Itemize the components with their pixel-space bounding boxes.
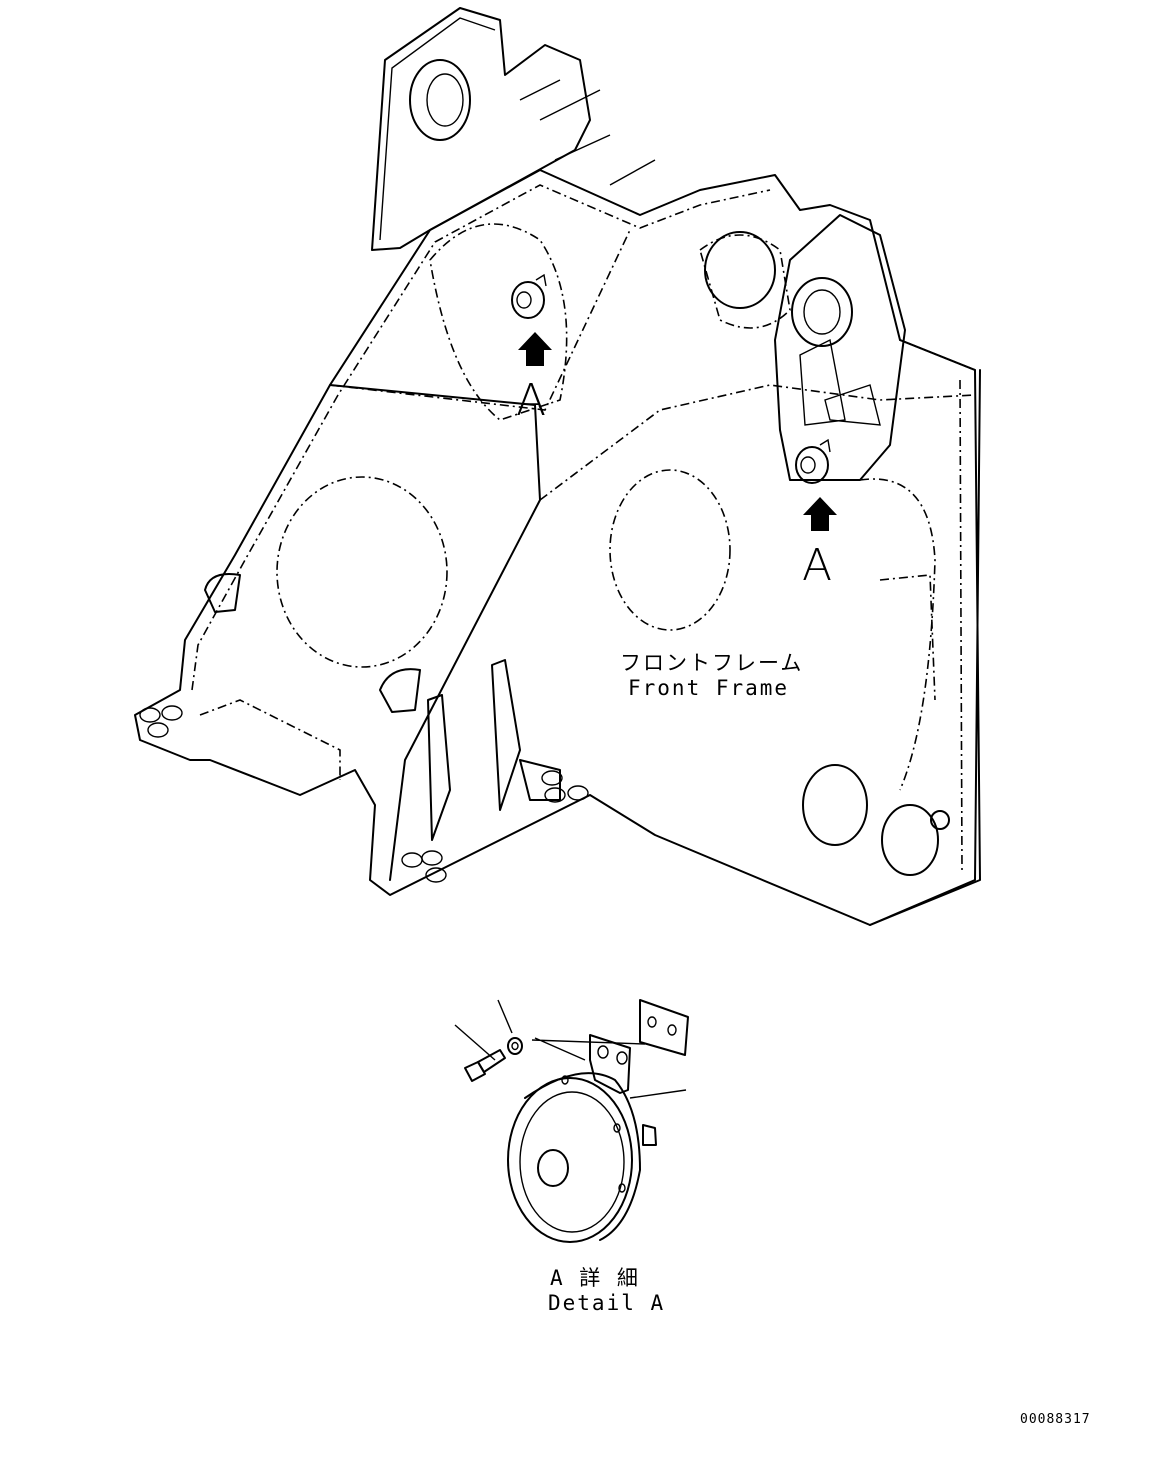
drawing-number: 00088317: [1020, 1412, 1091, 1427]
front-frame-label-en: Front Frame: [628, 676, 790, 700]
detail-label-jp: A 詳 細: [550, 1266, 640, 1290]
horn-left-installed: [511, 273, 547, 319]
callout-a-left: A: [516, 375, 547, 426]
callout-a-right: A: [802, 540, 833, 591]
arrow-up-left-icon: [518, 332, 552, 366]
horn-right-installed: [795, 438, 831, 484]
detail-a-horn: [454, 999, 689, 1243]
front-frame-assembly: [134, 7, 981, 926]
front-frame-label-jp: フロントフレーム: [620, 651, 804, 675]
detail-label-en: Detail A: [548, 1291, 666, 1315]
arrow-up-right-icon: [803, 497, 837, 531]
